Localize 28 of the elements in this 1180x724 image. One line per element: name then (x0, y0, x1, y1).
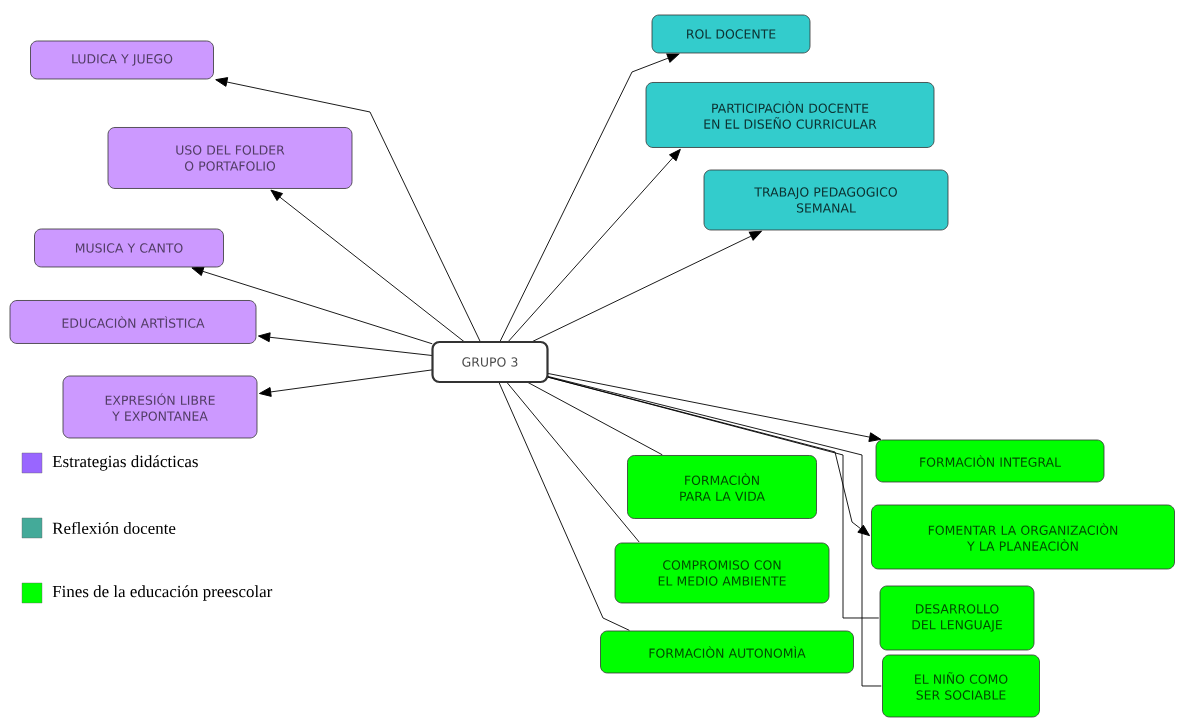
arrow (259, 369, 433, 397)
concept-box: FORMACIÒN INTEGRAL (875, 439, 1105, 483)
concept-box: EXPRESIÓN LIBRE Y EXPONTANEA (62, 375, 258, 439)
arrow (191, 266, 433, 345)
central-concept-box: GRUPO 3 (431, 340, 549, 384)
concept-box: LUDICA Y JUEGO (30, 40, 214, 80)
concept-box: FORMACIÒN PARA LA VIDA (627, 455, 817, 519)
concept-box: ROL DOCENTE (651, 14, 811, 54)
concept-box: PARTICIPACIÒN DOCENTE EN EL DISEÑO CURRICULAR (645, 82, 935, 148)
concept-box: EDUCACIÒN ARTÌSTICA (9, 300, 257, 344)
legend-text: Fines de la educación preescolar (52, 585, 273, 601)
arrow (499, 53, 680, 343)
concept-box: COMPROMISO CON EL MEDIO AMBIENTE (614, 542, 830, 604)
concept-box: FORMACIÒN AUTONOMÌA (600, 630, 854, 674)
arrow (507, 148, 681, 343)
legend-text: Estrategias didácticas (52, 455, 198, 471)
concept-box: DESARROLLO DEL LENGUAJE (879, 585, 1035, 651)
concept-box: FOMENTAR LA ORGANIZACIÒN Y LA PLANEACIÒN (871, 504, 1175, 570)
concept-box: MUSICA Y CANTO (34, 228, 224, 268)
arrow (531, 230, 762, 343)
arrow (270, 189, 465, 343)
legend-text: Reflexión docente (52, 521, 176, 535)
arrow (547, 372, 882, 442)
concept-box: EL NIÑO COMO SER SOCIABLE (882, 654, 1040, 718)
arrow (215, 77, 481, 343)
concept-box: TRABAJO PEDAGOGICO SEMANAL (703, 169, 949, 231)
concept-box: USO DEL FOLDER O PORTAFOLIO (107, 127, 353, 189)
arrow (258, 332, 433, 356)
